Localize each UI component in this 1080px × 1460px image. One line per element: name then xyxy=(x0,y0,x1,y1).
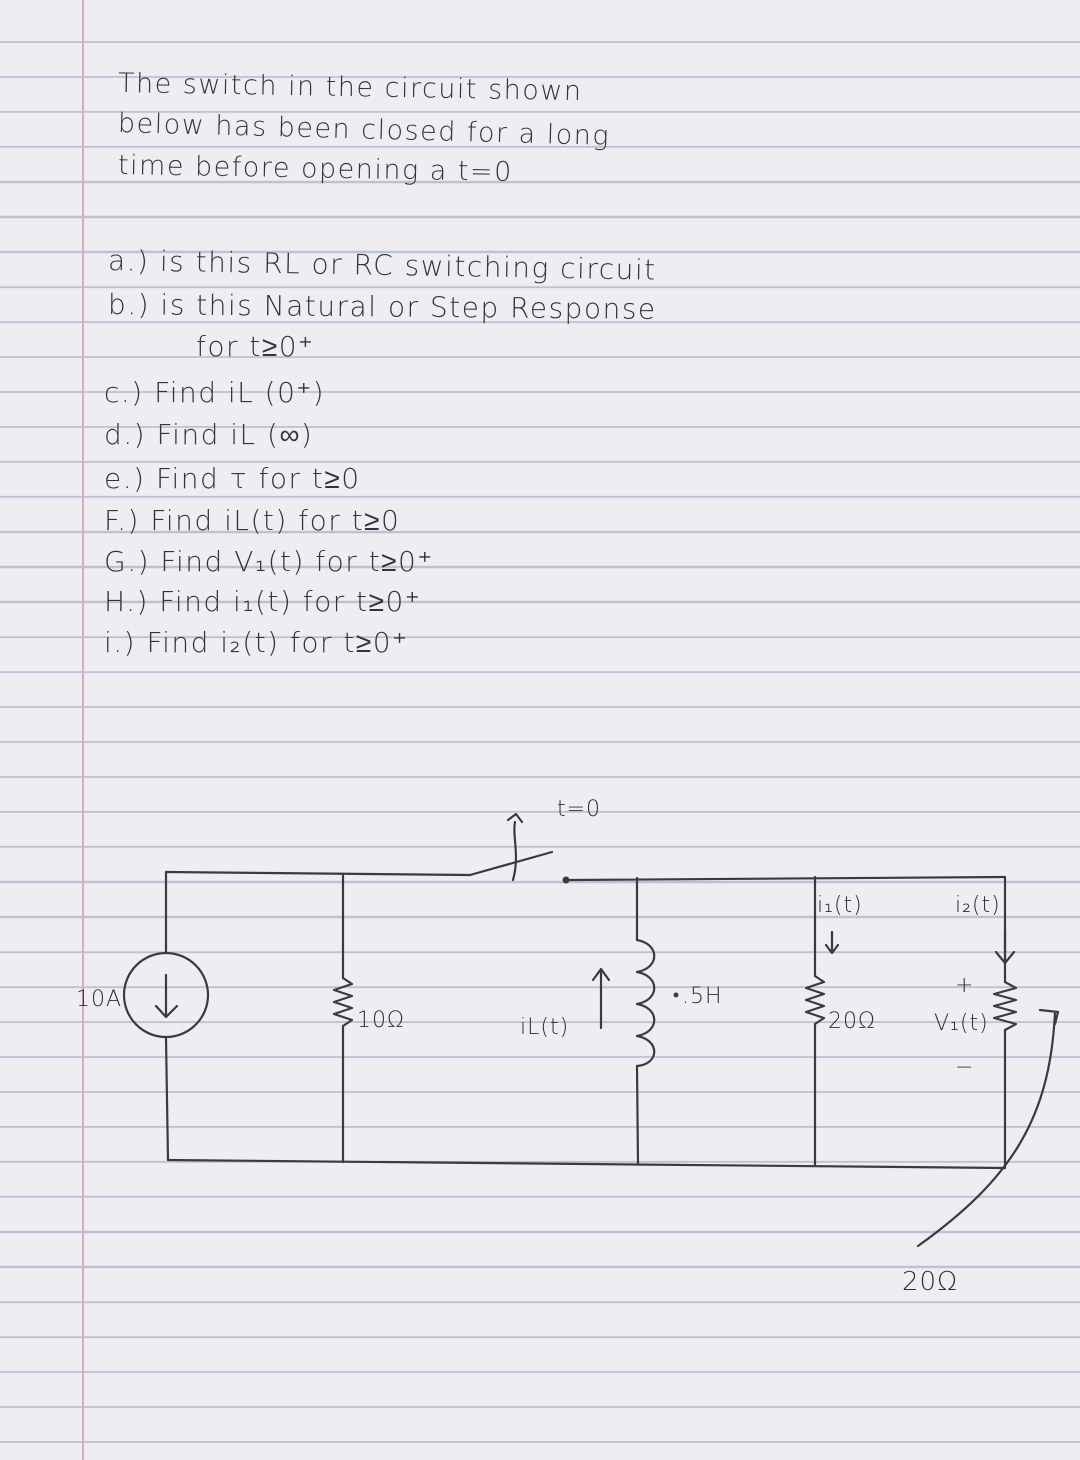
wire-top-left xyxy=(164,870,472,877)
i1-label: i₁(t) xyxy=(817,893,863,918)
wire-source-bottom xyxy=(164,1036,170,1162)
v1-minus: − xyxy=(955,1055,974,1080)
v1-plus: + xyxy=(955,973,974,998)
resistor-10ohm xyxy=(332,976,354,1028)
wire-top-right xyxy=(568,875,1007,882)
i2-arrow-icon xyxy=(994,928,1016,965)
question-e: e.) Find τ for t≥0 xyxy=(104,462,361,495)
i2-label: i₂(t) xyxy=(955,893,1001,918)
r2-label: 20Ω xyxy=(828,1009,876,1034)
question-h: H.) Find i₁(t) for t≥0⁺ xyxy=(104,585,422,618)
wire-inductor-bottom xyxy=(635,1064,640,1166)
il-arrow-icon xyxy=(591,967,611,1030)
current-source-circle xyxy=(122,951,210,1039)
question-f: F.) Find iL(t) for t≥0 xyxy=(104,504,401,537)
v1-label: V₁(t) xyxy=(934,1011,989,1036)
i1-arrow-icon xyxy=(824,930,840,955)
question-b-continued: for t≥0⁺ xyxy=(196,330,315,363)
question-i: i.) Find i₂(t) for t≥0⁺ xyxy=(104,626,409,659)
resistor-20ohm-2 xyxy=(992,980,1018,1032)
question-g: G.) Find V₁(t) for t≥0⁺ xyxy=(104,545,434,578)
switch-blade xyxy=(468,850,554,877)
inductor-label: .5H xyxy=(682,984,723,1009)
question-d: d.) Find iL (∞) xyxy=(104,418,314,451)
switch-time-label: t=0 xyxy=(557,797,601,822)
source-label: 10A xyxy=(76,987,122,1012)
il-label: iL(t) xyxy=(520,1015,569,1040)
source-arrow-icon xyxy=(154,973,179,1019)
wire-bottom xyxy=(166,1158,1007,1170)
pointer-line xyxy=(916,1008,1060,1248)
r1-label: 10Ω xyxy=(357,1008,405,1033)
switch-arrow-icon xyxy=(506,812,524,882)
margin-line xyxy=(82,0,84,1460)
inductor-coil xyxy=(635,938,656,1068)
resistor-20ohm-1 xyxy=(804,974,826,1026)
question-c: c.) Find iL (0⁺) xyxy=(104,376,326,409)
switch-contact xyxy=(562,876,570,884)
r3-label: 20Ω xyxy=(902,1267,958,1297)
inductor-dot xyxy=(673,992,679,998)
